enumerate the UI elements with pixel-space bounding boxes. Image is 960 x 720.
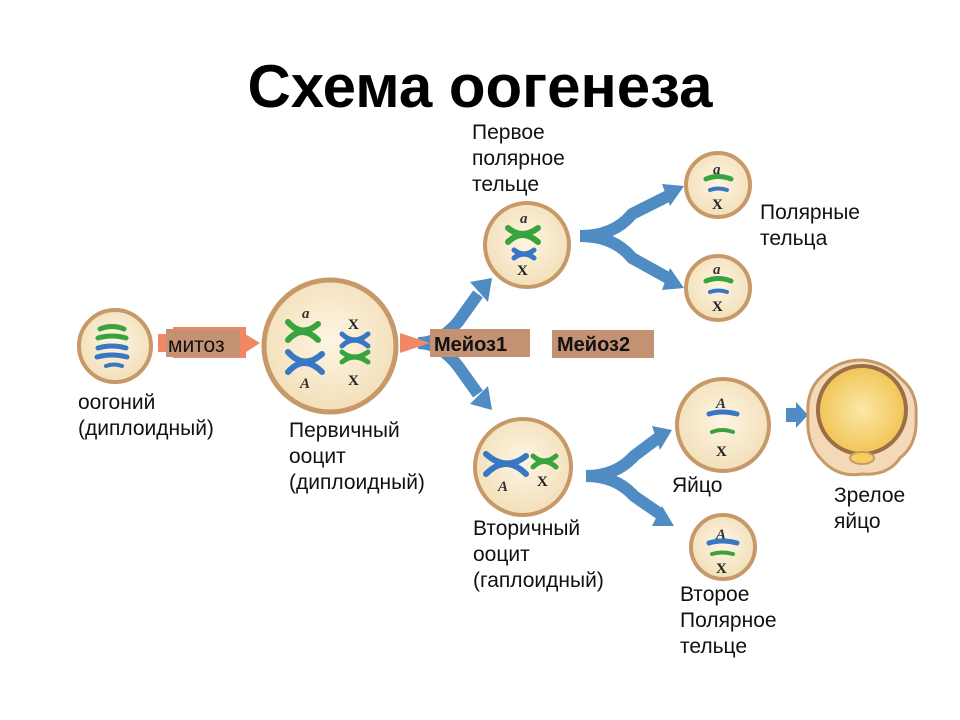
first-polar-body-label: Первое полярное тельце bbox=[472, 121, 565, 196]
meiosis2-band: Мейоз2 bbox=[552, 330, 654, 358]
page-title: Схема оогенеза bbox=[247, 53, 713, 120]
oogonium-label: оогоний (диплоидный) bbox=[78, 391, 214, 440]
x-label: X bbox=[712, 197, 723, 213]
allele-a-label: a bbox=[520, 211, 528, 227]
first-polar-body-cell: a X bbox=[483, 201, 571, 289]
allele-a-label: a bbox=[713, 162, 721, 178]
chromosome-pair-blue bbox=[285, 349, 325, 375]
x-label: X bbox=[348, 317, 359, 333]
second-polar-body-cell: A X bbox=[689, 513, 757, 581]
meiosis1-arrows: Мейоз1 bbox=[400, 278, 530, 410]
primary-oocyte-label: Первичный ооцит (диплоидный) bbox=[289, 419, 425, 494]
mature-egg-label: Зрелое яйцо bbox=[834, 484, 906, 533]
primary-oocyte-cell: a A X X bbox=[261, 277, 399, 415]
secondary-oocyte-cell: A X bbox=[473, 417, 573, 517]
chromosome-set bbox=[94, 324, 130, 368]
meiosis1-label: Мейоз1 bbox=[434, 334, 507, 356]
polar-split-arrows bbox=[579, 184, 684, 290]
secondary-oocyte-label: Вторичный ооцит (гаплоидный) bbox=[473, 517, 604, 592]
polar-body-top-cell: a X bbox=[684, 151, 752, 219]
egg-cell: A X bbox=[675, 377, 771, 473]
chromosome-pair-green bbox=[285, 319, 321, 343]
second-polar-body-label: Второе Полярное тельце bbox=[680, 583, 777, 658]
meiosis2-label: Мейоз2 bbox=[557, 334, 630, 356]
allele-A-label: A bbox=[715, 527, 726, 543]
x-label: X bbox=[517, 263, 528, 279]
mitosis-label: митоз bbox=[168, 334, 225, 357]
mitosis-arrow: митоз bbox=[158, 327, 260, 358]
oogonium-cell bbox=[77, 308, 153, 384]
chromosome-x-pair bbox=[339, 331, 371, 365]
allele-A-label: A bbox=[715, 396, 726, 412]
meiosis1-band bbox=[430, 329, 530, 357]
x-label: X bbox=[716, 444, 727, 460]
allele-a-label: a bbox=[713, 262, 721, 278]
allele-A-label: A bbox=[299, 376, 310, 392]
polar-body-bottom-cell: a X bbox=[684, 254, 752, 322]
x-label: X bbox=[348, 373, 359, 389]
mature-egg-cell bbox=[806, 358, 918, 477]
egg-label: Яйцо bbox=[672, 474, 723, 497]
x-label: X bbox=[537, 474, 548, 490]
x-label: X bbox=[712, 299, 723, 315]
polar-bodies-label: Полярные тельца bbox=[760, 201, 860, 250]
secondary-split-arrows bbox=[585, 426, 674, 526]
maturation-arrow bbox=[786, 402, 808, 428]
x-label: X bbox=[716, 561, 727, 577]
allele-A-label: A bbox=[497, 479, 508, 495]
allele-a-label: a bbox=[302, 306, 310, 322]
